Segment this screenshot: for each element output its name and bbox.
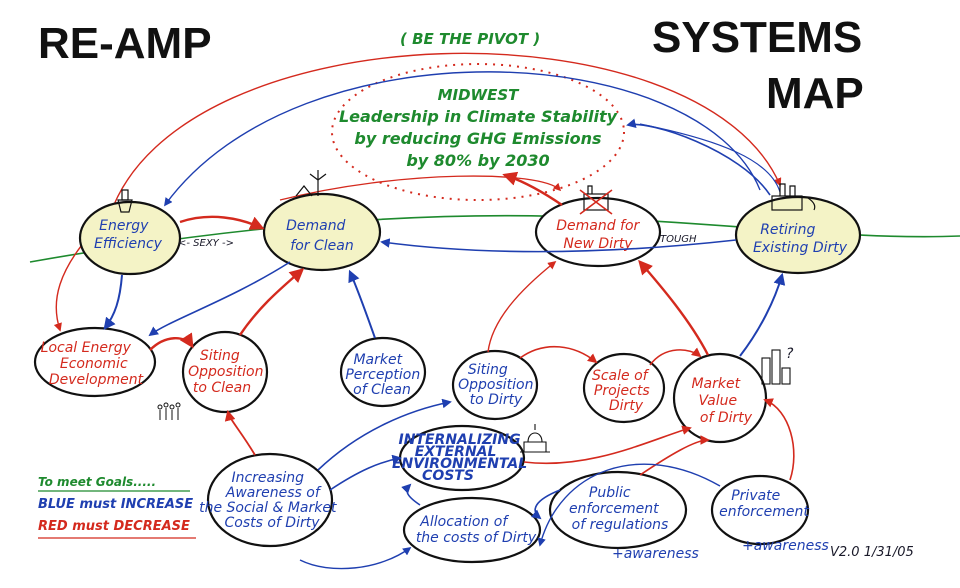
node-allocation[interactable] xyxy=(402,496,542,564)
edge-label-question: ? xyxy=(786,346,794,362)
legend-line3: RED must DECREASE xyxy=(38,519,190,534)
goal-line3: by reducing GHG Emissions xyxy=(354,129,601,148)
title-right-line1: SYSTEMS xyxy=(652,13,862,62)
power-plant-icon xyxy=(771,183,816,211)
goal-cloud xyxy=(331,63,625,201)
edge-label-sexy: <- SEXY -> xyxy=(178,238,234,249)
arc-blue-dirty xyxy=(626,118,771,196)
node-siting-dirty[interactable] xyxy=(451,349,539,421)
label-allocation: Allocation of the costs of Dirty xyxy=(416,514,537,546)
arrow-clean-retiring xyxy=(380,238,737,253)
lightbulb-icon xyxy=(117,189,133,213)
arrow-public-allocation xyxy=(531,489,561,520)
label-local-energy: Local Energy Economic Development xyxy=(41,340,144,388)
node-scale-projects[interactable] xyxy=(582,352,666,424)
title-left: RE-AMP xyxy=(38,19,212,68)
label-public-enforcement: Public enforcement of regulations xyxy=(569,485,668,533)
label-retiring-dirty: Retiring Existing Dirty xyxy=(753,222,848,256)
arc-red-outer xyxy=(109,52,782,216)
edge-label-plus-awareness-1: +awareness xyxy=(612,546,699,562)
arrow-scale-market xyxy=(649,347,702,366)
goal-line4: by 80% by 2030 xyxy=(406,151,549,170)
label-demand-clean: Demand for Clean xyxy=(286,218,354,254)
arc-blue-retiring-up xyxy=(639,123,781,193)
goal-line1: MIDWEST xyxy=(438,86,521,104)
arc-blue-outer xyxy=(164,71,761,207)
arrow-siting-dirty-scale xyxy=(519,345,598,364)
arrow-awareness-internal xyxy=(329,454,402,491)
node-energy-efficiency[interactable] xyxy=(78,200,182,276)
arrow-awareness-siting-clean xyxy=(224,409,256,456)
edge-label-tough: TOUGH xyxy=(660,234,697,245)
arrow-private-allocation xyxy=(537,463,721,547)
node-retiring-dirty[interactable] xyxy=(734,195,862,275)
arrow-internal-market xyxy=(523,425,692,465)
arrow-efficiency-to-clean xyxy=(179,215,265,230)
arrow-awareness-bottom xyxy=(299,547,412,570)
label-market-perception: Market Perception of Clean xyxy=(345,352,424,398)
node-public-enforcement[interactable] xyxy=(548,470,688,550)
node-market-perception[interactable] xyxy=(339,336,427,408)
legend-line1: To meet Goals..... xyxy=(38,475,156,489)
edge-label-plus-awareness-2: +awareness xyxy=(742,538,829,554)
arrow-private-market xyxy=(763,398,795,481)
arrow-demand-dirty-goal xyxy=(502,171,563,206)
power-plant-crossed-icon xyxy=(579,185,613,215)
arrow-awareness-siting-dirty xyxy=(317,398,452,471)
legend-line2: BLUE must INCREASE xyxy=(38,497,193,512)
capitol-icon xyxy=(520,424,550,453)
label-siting-dirty: Siting Opposition to Dirty xyxy=(458,362,538,408)
pivot-note: ( BE THE PIVOT ) xyxy=(400,30,540,48)
node-private-enforcement[interactable] xyxy=(710,474,810,546)
arrow-market-retiring xyxy=(739,272,786,357)
label-siting-clean: Siting Opposition to Clean xyxy=(188,348,268,396)
node-demand-clean[interactable] xyxy=(262,192,382,272)
arrow-perception-demand xyxy=(348,269,376,339)
arrow-efficiency-local xyxy=(103,274,123,330)
node-market-value[interactable] xyxy=(672,352,768,444)
arrow-siting-clean-demand xyxy=(239,268,305,336)
version-stamp: V2.0 1/31/05 xyxy=(830,545,914,560)
arrow-public-market xyxy=(639,435,710,476)
label-internalizing: INTERNALIZING EXTERNAL ENVIRONMENTAL COS… xyxy=(392,432,532,484)
people-icon xyxy=(157,402,181,420)
label-private-enforcement: Private enforcement xyxy=(719,488,809,520)
city-icon xyxy=(761,349,791,385)
label-market-value: Market Value of Dirty xyxy=(691,376,752,426)
arrow-clean-local xyxy=(148,261,291,337)
node-awareness[interactable] xyxy=(206,452,334,548)
arrow-market-demand xyxy=(638,259,710,356)
arrow-local-siting-clean xyxy=(149,332,194,351)
label-awareness: Increasing Awareness of the Social & Mar… xyxy=(199,470,341,531)
arrow-allocation-internal xyxy=(401,483,421,506)
label-demand-dirty: Demand for New Dirty xyxy=(556,218,644,252)
label-energy-efficiency: Energy Efficiency xyxy=(94,218,163,252)
arrow-siting-dirty-demand xyxy=(487,260,557,353)
node-local-energy[interactable] xyxy=(33,326,157,398)
label-scale-projects: Scale of Projects Dirty xyxy=(592,368,654,414)
wind-turbine-icon xyxy=(295,170,327,197)
goal-line2: Leadership in Climate Stability xyxy=(339,107,618,126)
title-right-line2: MAP xyxy=(766,69,864,118)
arc-red-clean-dirty xyxy=(279,175,562,201)
